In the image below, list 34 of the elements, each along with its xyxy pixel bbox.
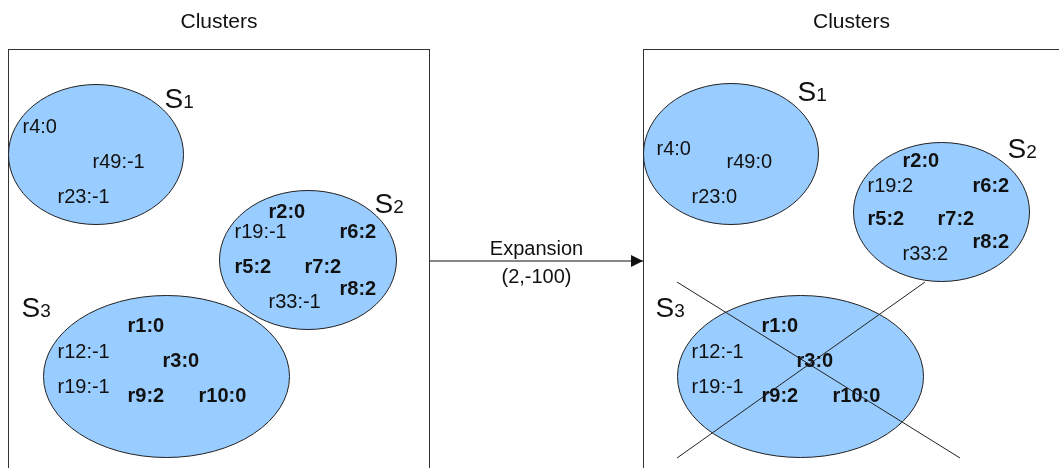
ranking-entry: r23:-1 (57, 184, 110, 207)
panel-heading: Clusters (813, 9, 890, 33)
arrow (429, 255, 644, 267)
ranking-entry: r19:2 (867, 173, 914, 196)
ranking-entry: r2:0 (268, 199, 306, 222)
ranking-entry: r5:2 (867, 206, 905, 229)
ranking-entry: r8:2 (339, 276, 377, 299)
ranking-entry: r1:0 (127, 313, 165, 336)
ranking-entry: r23:0 (691, 184, 738, 207)
ranking-entry: r3:0 (162, 348, 200, 371)
ranking-entry: r4:0 (656, 136, 691, 159)
ranking-entry: r1:0 (761, 313, 799, 336)
ranking-entry: r19:-1 (691, 374, 744, 397)
ranking-entry: r12:-1 (691, 339, 744, 362)
ranking-entry: r5:2 (234, 254, 272, 277)
ranking-entry: r33:2 (902, 241, 949, 264)
ranking-entry: r33:-1 (268, 289, 321, 312)
ranking-entry: r9:2 (761, 383, 799, 406)
ranking-entry: r49:0 (726, 149, 773, 172)
ranking-entry: r10:0 (198, 383, 247, 406)
ranking-entry: r6:2 (339, 219, 377, 242)
ranking-entry: r6:2 (972, 173, 1010, 196)
ranking-entry: r12:-1 (57, 339, 110, 362)
ranking-entry: r2:0 (902, 148, 940, 171)
ranking-entry: r49:-1 (92, 149, 145, 172)
ranking-entry: r8:2 (972, 229, 1010, 252)
ranking-entry: r4:0 (22, 114, 57, 137)
ranking-entry: r7:2 (304, 254, 342, 277)
edge-label: Expansion (2,-100) (488, 236, 585, 289)
ranking-entry: r19:-1 (57, 374, 110, 397)
ranking-entry: r19:-1 (234, 219, 287, 242)
ranking-entry: r9:2 (127, 383, 165, 406)
ranking-entry: r7:2 (937, 206, 975, 229)
panel-heading: Clusters (180, 9, 258, 33)
